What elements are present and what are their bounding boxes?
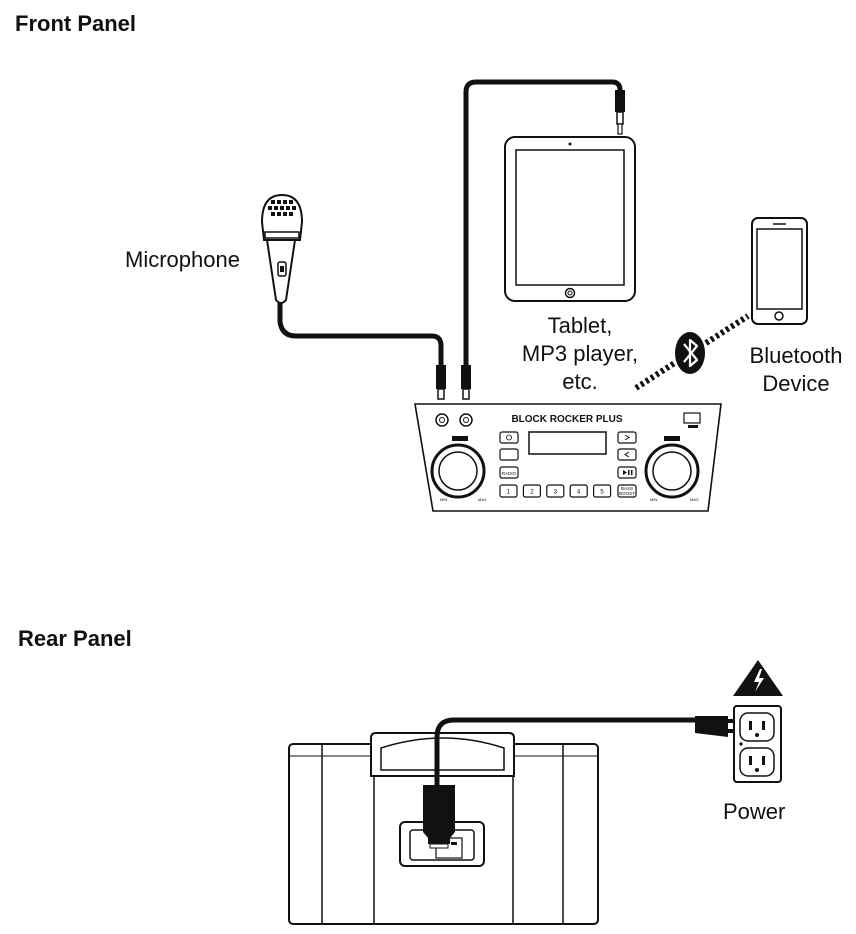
- preset-buttons: 1 2 3 4 5: [499, 484, 612, 498]
- power-label: Power: [723, 799, 786, 824]
- preset-button-label-2: 2: [530, 490, 534, 496]
- bluetooth-label-line2: Device: [762, 371, 830, 396]
- tablet-icon: [504, 136, 636, 302]
- power-plug-icon: [423, 785, 455, 849]
- left-knob-max: MAX: [478, 497, 487, 502]
- bass-boost-line1: BASS: [621, 486, 633, 491]
- speaker-front-panel: BLOCK ROCKER PLUS MIN MAX MIN MAX RADIO: [414, 403, 722, 512]
- bluetooth-icon: [675, 332, 705, 374]
- preset-button-5: [592, 484, 612, 498]
- right-knob-min: MIN: [650, 497, 657, 502]
- aux-cable: [461, 79, 625, 400]
- wall-outlet-icon: [733, 705, 782, 783]
- power-cable: [434, 717, 700, 785]
- left-knob-min: MIN: [440, 497, 447, 502]
- preset-button-label-3: 3: [554, 490, 558, 496]
- right-knob-max: MAX: [690, 497, 699, 502]
- preset-button-label-1: 1: [507, 490, 511, 496]
- tablet-label: Tablet, MP3 player, etc.: [505, 312, 655, 396]
- tablet-label-line2: MP3 player,: [521, 341, 639, 366]
- front-panel-heading: Front Panel: [15, 11, 137, 36]
- preset-button-2: [522, 484, 542, 498]
- bluetooth-signal: [634, 313, 750, 391]
- microphone-icon: [260, 193, 304, 304]
- wall-plug: [695, 716, 734, 737]
- preset-button-label-4: 4: [577, 490, 581, 496]
- microphone-cable: [277, 303, 446, 400]
- microphone-label: Microphone: [125, 247, 240, 272]
- rear-panel-heading: Rear Panel: [18, 626, 132, 651]
- preset-button-3: [546, 484, 565, 498]
- radio-button-label: RADIO: [502, 471, 517, 476]
- preset-button-label-5: 5: [600, 490, 604, 496]
- bluetooth-device-label: Bluetooth Device: [735, 342, 856, 398]
- bluetooth-label-line1: Bluetooth: [749, 343, 843, 368]
- bass-boost-line2: BOOST: [619, 491, 635, 496]
- phone-icon: [751, 217, 808, 325]
- tablet-label-line1: Tablet,: [547, 313, 613, 338]
- tablet-label-line3: etc.: [562, 369, 598, 394]
- preset-button-1: [499, 484, 518, 498]
- speaker-brand: BLOCK ROCKER PLUS: [511, 414, 622, 425]
- preset-button-4: [569, 484, 588, 498]
- warning-icon: [733, 660, 783, 696]
